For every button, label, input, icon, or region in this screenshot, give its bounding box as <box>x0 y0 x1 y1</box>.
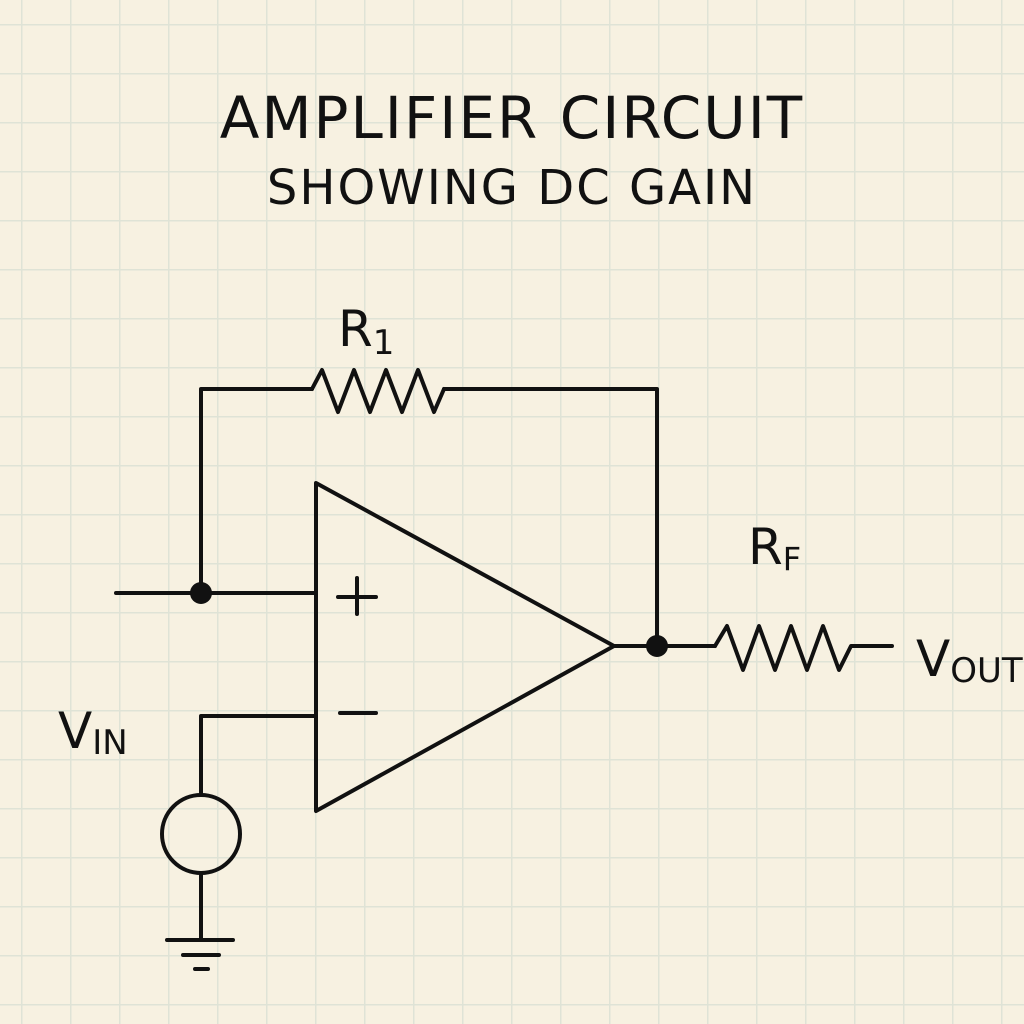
opamp-plus-marker <box>336 576 378 616</box>
diagram-subtitle: SHOWING DC GAIN <box>266 160 758 216</box>
opamp-triangle <box>314 481 616 813</box>
label-r1: R1 <box>338 300 394 363</box>
feedback-wire-left <box>199 387 314 595</box>
voltage-source <box>160 793 242 875</box>
resistor-r1 <box>310 368 446 414</box>
diagram-title: AMPLIFIER CIRCUIT <box>219 84 805 152</box>
feedback-wire-right <box>442 387 659 648</box>
ground-symbol <box>165 938 235 971</box>
label-rf: RF <box>748 518 801 578</box>
label-vin: VIN <box>58 702 128 763</box>
label-vout: VOUT <box>916 630 1023 691</box>
resistor-rf <box>713 624 894 672</box>
junction-dot-input <box>190 582 212 604</box>
junction-dot-output <box>646 635 668 657</box>
source-wire <box>199 714 318 797</box>
